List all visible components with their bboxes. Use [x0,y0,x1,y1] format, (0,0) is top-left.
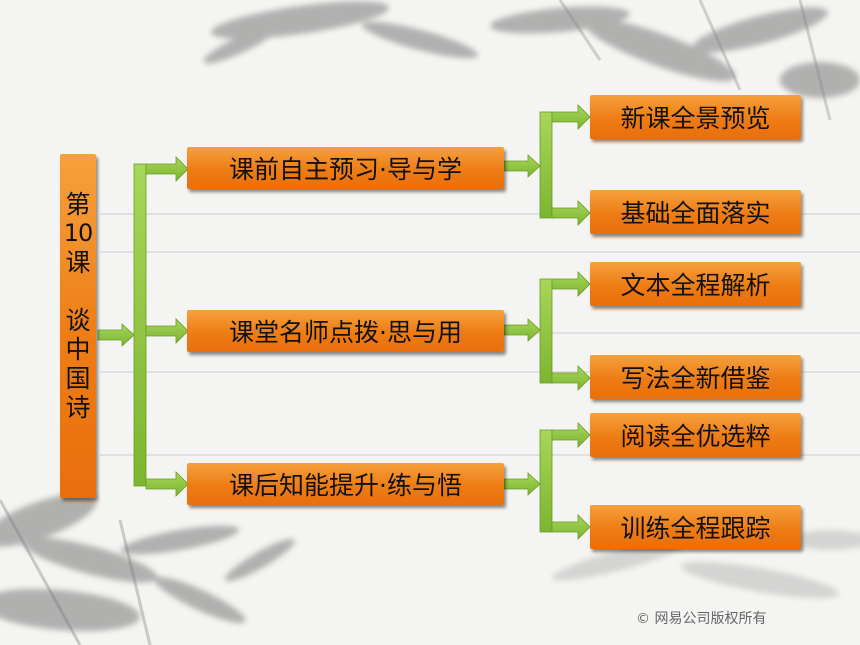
title-char: 国 [65,364,91,393]
title-char: 课 [65,248,91,277]
leaf-label: 基础全面落实 [620,199,771,228]
section-preview-box[interactable]: 课前自主预习·导与学 [187,147,504,189]
leaf-writing-techniques[interactable]: 写法全新借鉴 [590,355,801,399]
leaf-training-tracking[interactable]: 训练全程跟踪 [590,505,801,549]
arrow-to-section-1 [145,156,189,182]
lesson-title-box: 第 10 课 谈 中 国 诗 [60,154,96,498]
leaf-label: 新课全景预览 [620,104,771,133]
section-label: 课前自主预习·导与学 [229,155,462,184]
section-label: 课后知能提升·练与悟 [229,471,462,500]
leaf-label: 训练全程跟踪 [620,514,771,543]
copyright-notice: © 网易公司版权所有 [636,611,767,627]
leaf-text-analysis[interactable]: 文本全程解析 [590,262,801,306]
section-classroom-box[interactable]: 课堂名师点拨·思与用 [187,310,504,352]
arrow-to-section-2 [145,318,189,344]
section-after-class-box[interactable]: 课后知能提升·练与悟 [187,463,504,505]
leaf-basics-fully-implemented[interactable]: 基础全面落实 [590,190,801,234]
leaf-new-lesson-overview[interactable]: 新课全景预览 [590,95,801,139]
leaf-label: 写法全新借鉴 [620,364,771,393]
trunk-line [133,163,147,487]
title-char: 谈 [65,306,91,335]
title-number: 10 [63,219,94,247]
title-char: 第 [65,190,91,219]
arrow-to-section-3 [145,471,189,497]
leaf-label: 文本全程解析 [620,271,771,300]
leaf-label: 阅读全优选粹 [620,422,771,451]
title-char: 中 [65,335,91,364]
section-label: 课堂名师点拨·思与用 [229,318,462,347]
arrow-title-to-trunk [97,323,135,347]
leaf-reading-selections[interactable]: 阅读全优选粹 [590,413,801,457]
title-char: 诗 [65,393,91,422]
